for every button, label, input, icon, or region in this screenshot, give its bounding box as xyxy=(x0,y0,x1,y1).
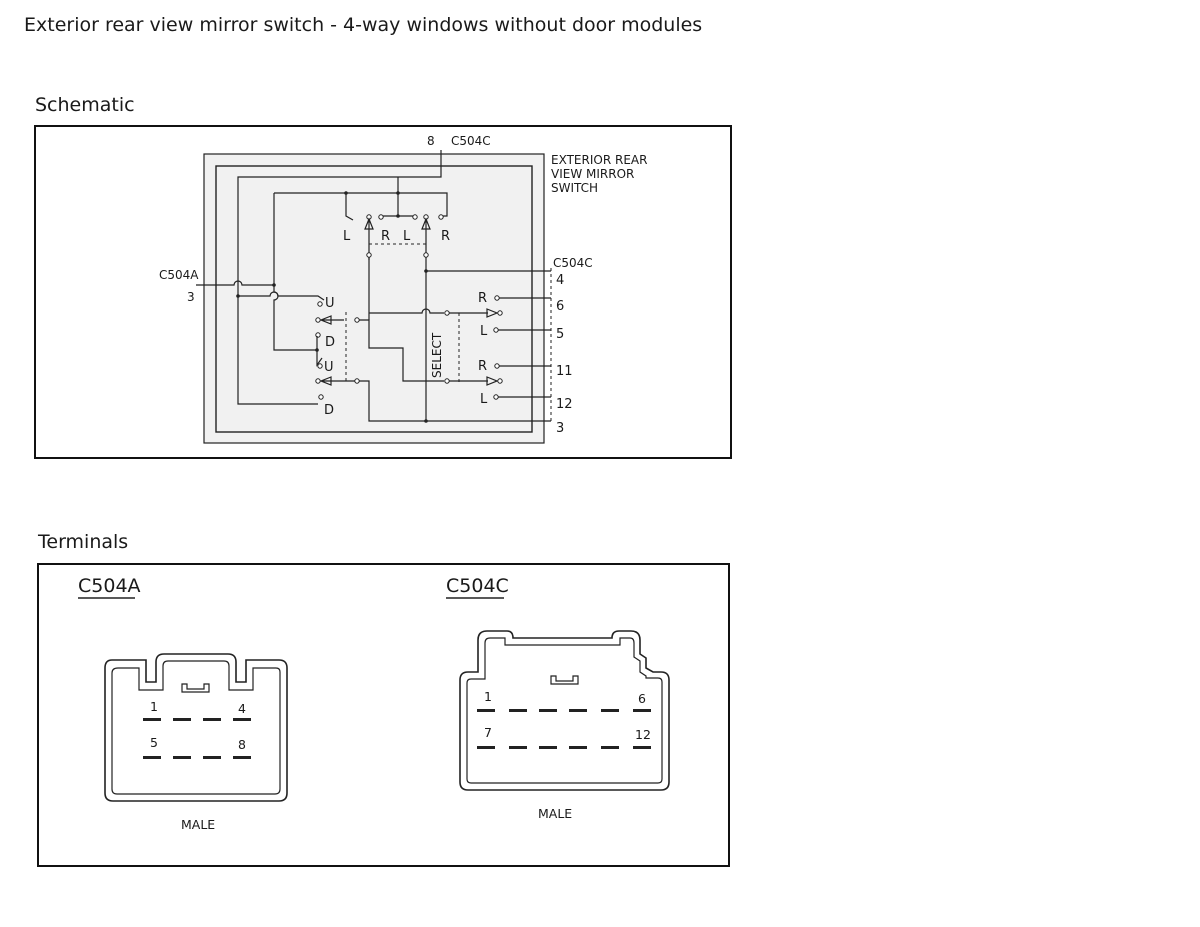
contact-top-right xyxy=(438,214,444,220)
c504a-pin-label-8: 8 xyxy=(238,737,246,752)
c504a-title: C504A xyxy=(78,575,141,597)
right-pin-4: 4 xyxy=(556,273,564,288)
ud-label-d1: D xyxy=(325,335,335,350)
c504a-pins xyxy=(143,718,251,759)
contact-out-r2 xyxy=(494,363,500,369)
out-label-r2: R xyxy=(478,359,487,374)
out-label-l1: L xyxy=(480,324,488,339)
component-label-line-2: VIEW MIRROR xyxy=(551,167,634,181)
junction-lr-3 xyxy=(396,214,400,218)
lr-label-l1: L xyxy=(343,229,351,244)
wire-select-out-2 xyxy=(449,376,499,386)
top-connector-pin: 8 xyxy=(427,134,435,148)
contact-u1 xyxy=(317,301,323,307)
contact-out-l1 xyxy=(493,327,499,333)
contact-d2 xyxy=(318,394,324,400)
right-pin-11: 11 xyxy=(556,364,573,379)
c504c-pins xyxy=(477,709,651,749)
lr-label-r1: R xyxy=(381,229,390,244)
contact-center-1 xyxy=(354,317,360,323)
terminals-frame xyxy=(37,563,730,867)
right-connector-name: C504C xyxy=(553,256,593,270)
c504a-pin-label-5: 5 xyxy=(150,735,158,750)
contact-out-2 xyxy=(497,378,503,384)
contact-out-r1 xyxy=(494,295,500,301)
contact-l2 xyxy=(412,214,418,220)
left-connector-name: C504A xyxy=(159,268,199,282)
schematic-heading: Schematic xyxy=(35,94,135,116)
wire-lr-bus xyxy=(274,192,448,217)
contact-out-l2 xyxy=(493,394,499,400)
junction-lr-1 xyxy=(344,191,348,195)
c504c-connector-face xyxy=(459,630,670,791)
lr-arrow-2 xyxy=(421,217,431,255)
junction-lr-2 xyxy=(396,191,400,195)
out-label-r1: R xyxy=(478,291,487,306)
ud-arrow-1 xyxy=(319,315,344,325)
left-connector-pin: 3 xyxy=(187,290,195,304)
ud-arrow-2 xyxy=(319,376,355,386)
terminals-heading: Terminals xyxy=(38,531,129,553)
contact-u2 xyxy=(317,363,323,369)
c504c-pin-label-7: 7 xyxy=(484,725,492,740)
wire-center-1 xyxy=(359,319,444,382)
right-pin-12: 12 xyxy=(556,397,573,412)
out-label-l2: L xyxy=(480,392,488,407)
ud-label-u2: U xyxy=(324,360,334,375)
c504c-pin-label-12: 12 xyxy=(635,727,651,742)
wire-top-feed xyxy=(237,150,442,405)
c504c-pin-label-1: 1 xyxy=(484,689,492,704)
c504a-pin-label-4: 4 xyxy=(238,701,246,716)
ud-label-d2: D xyxy=(324,403,334,418)
contact-center-2 xyxy=(354,378,360,384)
right-pin-6: 6 xyxy=(556,299,564,314)
c504c-pin-label-6: 6 xyxy=(638,691,646,706)
wire-left-branch xyxy=(238,291,325,301)
lr-label-r2: R xyxy=(441,229,450,244)
select-label: SELECT xyxy=(430,332,444,378)
page-title: Exterior rear view mirror switch - 4-way… xyxy=(24,14,703,36)
contact-out-1 xyxy=(497,310,503,316)
wire-lr1-down xyxy=(368,257,444,320)
c504a-pin-label-1: 1 xyxy=(150,699,158,714)
c504c-gender: MALE xyxy=(538,806,572,821)
wire-center-2 xyxy=(359,380,426,422)
wire-select-out-1 xyxy=(449,308,499,318)
c504a-connector-face xyxy=(104,653,288,802)
right-pin-3: 3 xyxy=(556,421,564,436)
contact-r1 xyxy=(378,214,384,220)
top-connector-name: C504C xyxy=(451,134,491,148)
c504c-title: C504C xyxy=(446,575,509,597)
contact-lr-lower-2 xyxy=(423,252,429,258)
wire-d1 xyxy=(316,336,323,367)
wire-c504a-3 xyxy=(196,280,274,286)
wire-lr-left-pole xyxy=(345,193,354,221)
c504a-gender: MALE xyxy=(181,817,215,832)
switch-housing xyxy=(203,153,545,444)
contact-lr-lower-1 xyxy=(366,252,372,258)
lr-label-l2: L xyxy=(403,229,411,244)
component-label-line-1: EXTERIOR REAR xyxy=(551,153,647,167)
ud-label-u1: U xyxy=(325,296,335,311)
component-label-line-3: SWITCH xyxy=(551,181,598,195)
contact-select-1 xyxy=(444,310,450,316)
switch-inner-border xyxy=(215,165,533,433)
contact-select-2 xyxy=(444,378,450,384)
right-pin-5: 5 xyxy=(556,327,564,342)
